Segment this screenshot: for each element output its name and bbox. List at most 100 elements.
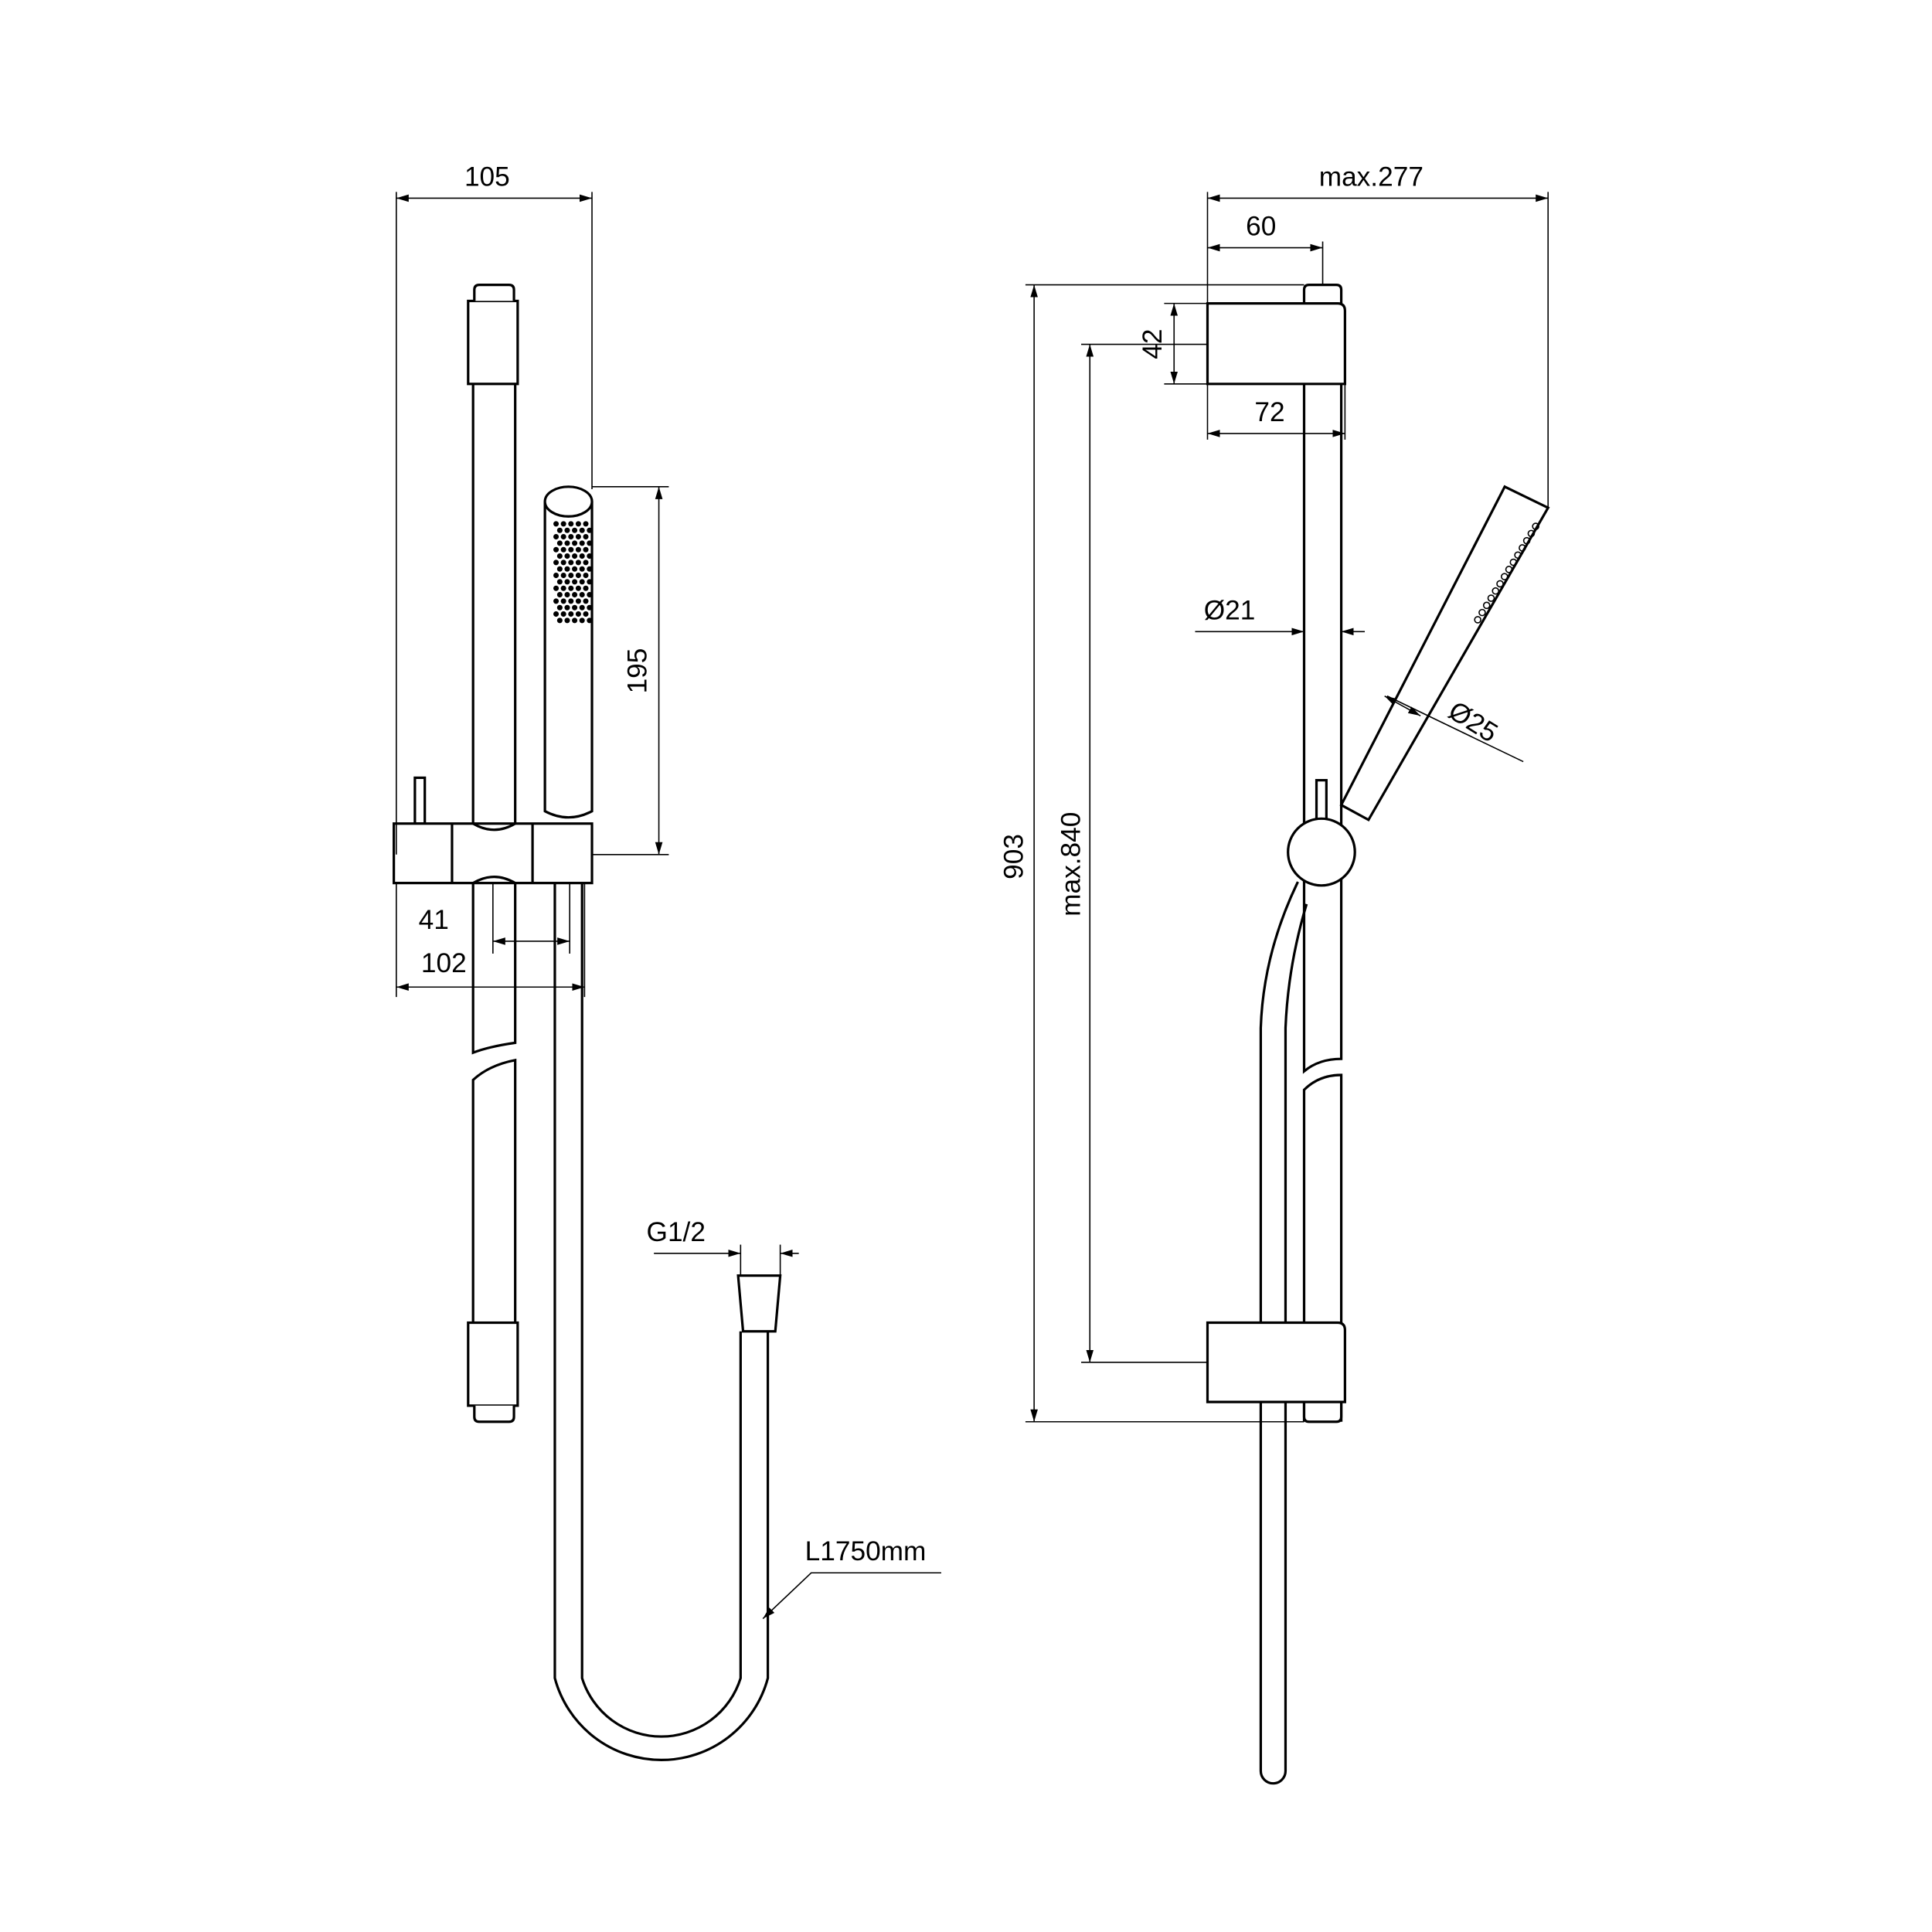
nozzle-dot xyxy=(1519,544,1526,552)
nozzle-dot xyxy=(587,592,593,598)
nozzle-dot xyxy=(575,573,581,579)
nozzle-dot xyxy=(579,579,585,585)
dim-handshower-diameter: Ø25 xyxy=(1444,696,1503,748)
nozzle-dot xyxy=(587,617,593,624)
nozzle-dot xyxy=(587,566,593,572)
nozzle-pattern-side xyxy=(1474,522,1539,624)
nozzle-dot xyxy=(568,573,574,579)
nozzle-dot xyxy=(553,546,560,553)
slider-pin xyxy=(413,776,427,825)
nozzle-dot xyxy=(560,521,566,527)
side-view: max.277 60 903 max.840 42 72 Ø21 Ø25 xyxy=(999,162,1550,1785)
nozzle-dot xyxy=(553,585,560,591)
nozzle-dot xyxy=(556,579,563,585)
dim-slider-width: 102 xyxy=(421,948,467,978)
nozzle-dot xyxy=(575,546,581,553)
nozzle-dot xyxy=(572,604,578,611)
nozzle-dot xyxy=(583,573,589,579)
nozzle-dot xyxy=(556,566,563,572)
nozzle-dot xyxy=(575,521,581,527)
hose-side xyxy=(1259,881,1308,1785)
nozzle-dot xyxy=(568,534,574,540)
nozzle-pattern xyxy=(553,521,593,624)
nozzle-dot xyxy=(587,579,593,585)
nozzle-dot xyxy=(560,560,566,566)
hand-shower-side xyxy=(1339,485,1550,822)
nozzle-dot xyxy=(568,560,574,566)
nozzle-dot xyxy=(1532,522,1539,530)
nozzle-dot xyxy=(556,617,563,624)
knob-side xyxy=(1287,779,1356,887)
nozzle-dot xyxy=(583,521,589,527)
nozzle-dot xyxy=(579,617,585,624)
nozzle-dot xyxy=(572,579,578,585)
nozzle-dot xyxy=(560,534,566,540)
nozzle-dot xyxy=(575,534,581,540)
nozzle-dot xyxy=(572,617,578,624)
nozzle-dot xyxy=(553,573,560,579)
nozzle-dot xyxy=(583,534,589,540)
nozzle-dot xyxy=(556,540,563,546)
hand-shower xyxy=(543,485,594,819)
nozzle-dot xyxy=(572,527,578,533)
nozzle-dot xyxy=(560,611,566,617)
nozzle-dot xyxy=(572,566,578,572)
nozzle-dot xyxy=(1505,566,1513,573)
front-view: 105 195 41 102 G1/2 L1750mm xyxy=(393,162,941,1761)
nozzle-dot xyxy=(556,592,563,598)
nozzle-dot xyxy=(587,527,593,533)
nozzle-dot xyxy=(1500,573,1509,580)
nozzle-dot xyxy=(579,540,585,546)
dimensions-front: 105 195 41 102 G1/2 L1750mm xyxy=(396,162,941,1620)
nozzle-dot xyxy=(556,553,563,560)
nozzle-dot xyxy=(587,553,593,560)
hose-connector xyxy=(736,1274,782,1333)
wall-bracket-top xyxy=(1206,302,1346,386)
dim-rail-diameter: Ø21 xyxy=(1204,595,1256,625)
nozzle-dot xyxy=(553,560,560,566)
nozzle-dot xyxy=(1509,558,1518,566)
dim-handshower-length: 195 xyxy=(623,648,653,694)
nozzle-dot xyxy=(583,585,589,591)
nozzle-dot xyxy=(583,546,589,553)
nozzle-dot xyxy=(572,592,578,598)
nozzle-dot xyxy=(564,592,570,598)
hose xyxy=(553,883,782,1761)
nozzle-dot xyxy=(553,534,560,540)
nozzle-dot xyxy=(583,611,589,617)
dim-bracket-depth: 72 xyxy=(1254,397,1284,427)
nozzle-dot xyxy=(1482,601,1491,610)
nozzle-dot xyxy=(564,579,570,585)
nozzle-dot xyxy=(564,617,570,624)
dim-bracket-height: 42 xyxy=(1138,329,1168,359)
nozzle-dot xyxy=(564,527,570,533)
dim-max-depth: max.277 xyxy=(1319,162,1423,192)
nozzle-dot xyxy=(564,604,570,611)
nozzle-dot xyxy=(568,546,574,553)
dimensions-side: max.277 60 903 max.840 42 72 Ø21 Ø25 xyxy=(999,162,1549,1423)
dim-connector: G1/2 xyxy=(647,1217,706,1247)
nozzle-dot xyxy=(575,585,581,591)
nozzle-dot xyxy=(568,611,574,617)
nozzle-dot xyxy=(1514,551,1522,560)
nozzle-dot xyxy=(572,553,578,560)
dim-bracket-offset: 60 xyxy=(1246,211,1276,241)
nozzle-dot xyxy=(572,540,578,546)
nozzle-dot xyxy=(579,592,585,598)
rail xyxy=(467,283,519,1423)
nozzle-dot xyxy=(575,560,581,566)
nozzle-dot xyxy=(560,573,566,579)
dim-width: 105 xyxy=(464,162,510,192)
nozzle-dot xyxy=(560,546,566,553)
wall-bracket-bottom xyxy=(1206,1321,1346,1403)
nozzle-dot xyxy=(575,611,581,617)
rail-side xyxy=(1206,283,1346,1423)
nozzle-dot xyxy=(1492,587,1500,595)
nozzle-dot xyxy=(579,527,585,533)
slider xyxy=(393,776,594,885)
nozzle-dot xyxy=(564,540,570,546)
nozzle-dot xyxy=(1478,608,1486,617)
dim-slider-offset: 41 xyxy=(419,905,449,935)
